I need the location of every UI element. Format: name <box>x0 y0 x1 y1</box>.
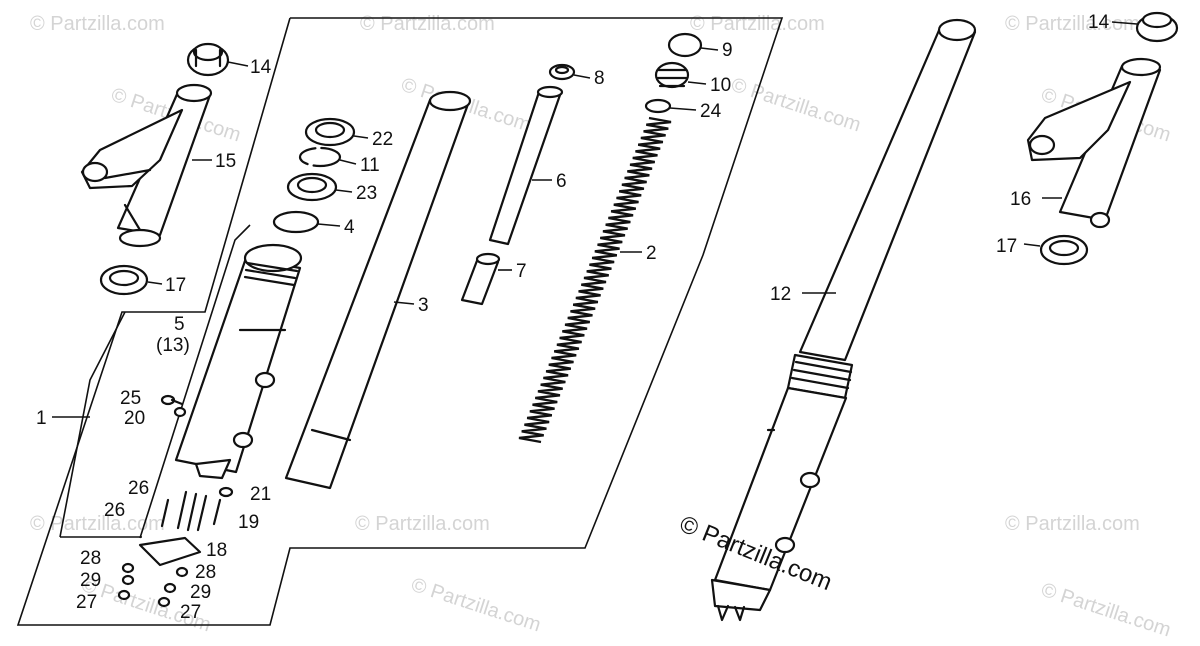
leader-lines <box>52 21 1138 418</box>
callout-2: 2 <box>646 243 657 264</box>
callout-16: 16 <box>1010 189 1031 210</box>
callout-26: 26 <box>128 478 149 499</box>
watermark: © Partzilla.com <box>360 13 495 35</box>
top-cap-assembly <box>644 32 703 114</box>
callout-14: 14 <box>1088 12 1110 33</box>
callout-3: 3 <box>418 295 429 316</box>
callout-1: 1 <box>36 408 47 429</box>
watermark: © Partzilla.com <box>728 74 863 137</box>
callout-10: 10 <box>710 75 731 96</box>
assembly-inner-line <box>59 311 126 538</box>
callout-17: 17 <box>165 275 186 296</box>
callout-6: 6 <box>556 171 567 192</box>
fork-holder-left <box>80 83 213 248</box>
seal-stack <box>272 117 356 234</box>
inner-tube <box>284 90 472 490</box>
callout-5: 5 <box>174 314 185 335</box>
damper-rod <box>488 85 564 246</box>
watermark: © Partzilla.com <box>1005 13 1140 35</box>
rod-seat <box>460 252 501 306</box>
callout-25: 25 <box>120 388 141 409</box>
watermark: © Partzilla.com <box>408 574 543 637</box>
callout-29: 29 <box>80 570 101 591</box>
callout-29: 29 <box>190 582 211 603</box>
callout-8: 8 <box>594 68 605 89</box>
callout-17: 17 <box>996 236 1017 257</box>
fork-spring <box>518 116 672 444</box>
dust-seal-left <box>99 264 149 296</box>
callout-15: 15 <box>215 151 236 172</box>
callout-24: 24 <box>700 101 722 122</box>
callout-28: 28 <box>80 548 101 569</box>
callout-11: 11 <box>360 155 380 176</box>
fork-assembly-right <box>710 18 977 622</box>
top-nut-right <box>1135 11 1179 43</box>
fork-slider-left <box>174 243 303 480</box>
watermark: © Partzilla.com <box>355 513 490 535</box>
callout-27: 27 <box>76 592 97 613</box>
callout-22: 22 <box>372 129 393 150</box>
top-nut-left <box>186 42 230 77</box>
watermark: © Partzilla.com <box>1038 579 1173 641</box>
fork-holder-right <box>1026 57 1162 229</box>
callout-9: 9 <box>722 40 733 61</box>
watermark: © Partzilla.com <box>1005 513 1140 535</box>
callout-21: 21 <box>250 484 271 505</box>
callout-26: 26 <box>104 500 125 521</box>
callout-7: 7 <box>516 261 527 282</box>
watermark: © Partzilla.com <box>30 13 165 35</box>
callout-23: 23 <box>356 183 377 204</box>
callout-18: 18 <box>206 540 227 561</box>
hardware-small <box>117 394 234 608</box>
dust-seal-right <box>1039 234 1089 266</box>
collar <box>548 63 576 81</box>
callout-14: 14 <box>250 57 272 78</box>
callout-27: 27 <box>180 602 201 623</box>
callout-20: 20 <box>124 408 145 429</box>
callout-labels: 14 15 17 5 (13) 1 25 20 26 26 21 19 18 2… <box>36 12 1110 623</box>
callout-19: 19 <box>238 512 259 533</box>
watermark: © Partzilla.com <box>690 13 825 35</box>
callout-4: 4 <box>344 217 355 238</box>
callout-28: 28 <box>195 562 216 583</box>
callout-12: 12 <box>770 284 791 305</box>
callout-13: (13) <box>156 335 190 356</box>
assembly-outline <box>16 17 784 626</box>
spring-coils <box>518 116 672 444</box>
assembly-inner-line <box>139 224 251 539</box>
